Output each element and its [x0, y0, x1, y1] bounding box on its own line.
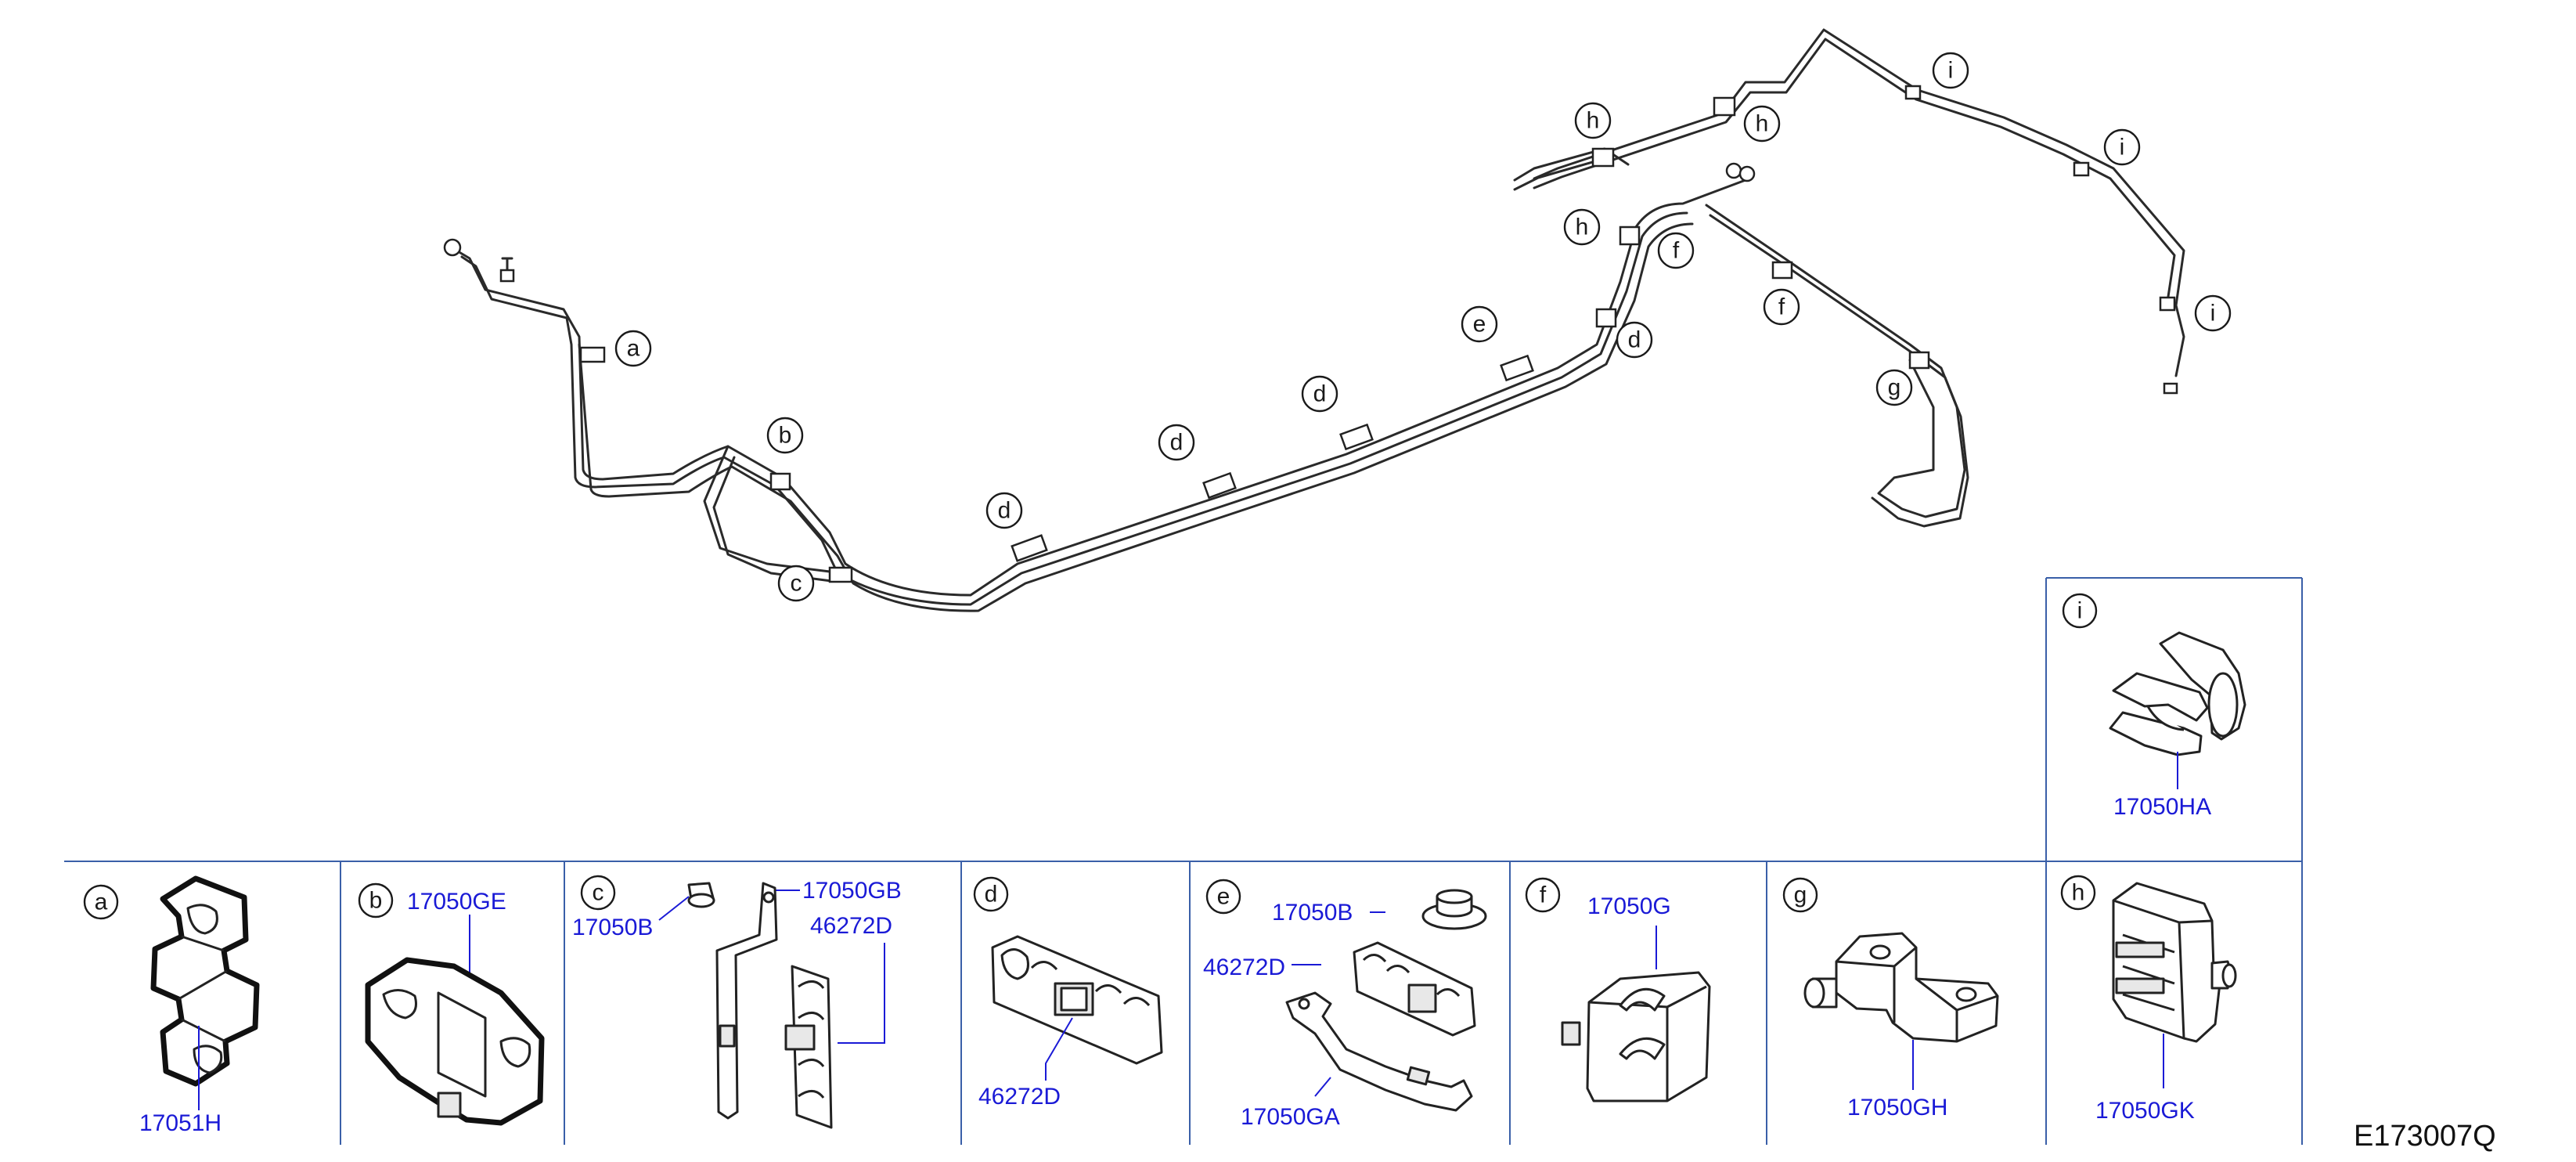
callout-h: h	[1743, 105, 1781, 143]
callout-d: d	[1301, 375, 1338, 413]
clip-17050g-drawing	[1561, 971, 1711, 1102]
svg-text:e: e	[1473, 312, 1486, 337]
svg-text:f: f	[1778, 294, 1785, 320]
svg-text:a: a	[627, 336, 640, 362]
panel-i: i 17050HA	[2062, 593, 2246, 820]
panel-b: b 17050GE	[358, 882, 545, 1126]
svg-text:d: d	[1170, 430, 1184, 456]
part-number-17050b: 17050B	[572, 915, 653, 940]
pipe-clips	[579, 85, 2178, 583]
panel-a-letter: a	[95, 890, 108, 915]
panel-e: e 17050B 46272D 17050GA	[1203, 879, 1487, 1130]
callout-g: g	[1875, 369, 1913, 406]
part-number-17050gb: 17050GB	[802, 878, 902, 904]
callout-b: b	[766, 417, 804, 454]
callout-d: d	[1616, 321, 1653, 359]
clip-17050ha-drawing	[2109, 631, 2246, 756]
panel-i-letter: i	[2077, 598, 2083, 624]
svg-text:d: d	[998, 498, 1011, 524]
part-number-46272d-e: 46272D	[1203, 955, 1285, 980]
diagram-reference-code: E173007Q	[2354, 1120, 2496, 1153]
svg-text:b: b	[779, 423, 792, 449]
panel-c: c 17050GB 17050B 46272D	[572, 875, 902, 1129]
part-number-17050ga: 17050GA	[1241, 1104, 1340, 1130]
callout-i: i	[2103, 128, 2141, 166]
callout-e: e	[1461, 305, 1498, 343]
panel-d: d 46272D	[973, 876, 1163, 1110]
grommet-17050b-e-drawing	[1421, 889, 1487, 930]
panel-d-letter: d	[985, 882, 998, 908]
panel-b-letter: b	[369, 888, 383, 914]
panel-g-letter: g	[1794, 882, 1807, 908]
panel-a: a 17051H	[83, 875, 260, 1136]
svg-text:h: h	[1587, 108, 1600, 134]
panel-c-letter: c	[593, 880, 604, 906]
svg-text:c: c	[791, 571, 802, 597]
part-number-17050ge: 17050GE	[407, 889, 506, 915]
part-number-46272d: 46272D	[810, 913, 892, 939]
svg-text:i: i	[2120, 135, 2125, 161]
part-number-17050g: 17050G	[1587, 893, 1671, 919]
clip-46272d-panel-d-drawing	[991, 935, 1163, 1065]
clip-17051h-drawing	[150, 875, 260, 1087]
panel-h: h 17050GK	[2060, 875, 2237, 1124]
svg-text:h: h	[1756, 111, 1769, 137]
main-callouts: a b c d d d d e f f g h h h i i i	[614, 52, 2232, 602]
callout-f: f	[1763, 288, 1800, 326]
callout-f: f	[1657, 232, 1695, 269]
clip-17050gk-drawing	[2112, 882, 2237, 1043]
svg-text:f: f	[1673, 238, 1680, 264]
svg-text:d: d	[1628, 327, 1641, 353]
callout-h: h	[1563, 208, 1601, 246]
panel-f-letter: f	[1540, 882, 1547, 908]
bracket-17050ga-drawing	[1285, 991, 1473, 1112]
part-number-17050gh: 17050GH	[1847, 1095, 1947, 1120]
svg-text:d: d	[1313, 381, 1327, 407]
svg-text:i: i	[2210, 301, 2216, 327]
pipe-bundle-main	[452, 179, 1747, 612]
panel-e-letter: e	[1217, 884, 1230, 910]
callout-c: c	[777, 565, 815, 602]
pipe-branch-lower	[1705, 204, 1969, 528]
clip-46272d-drawing	[784, 965, 833, 1129]
clip-17050gh-drawing	[1803, 932, 1999, 1043]
callout-h: h	[1574, 102, 1612, 139]
callout-a: a	[614, 330, 652, 367]
pipe-end-fitting-left	[443, 238, 515, 283]
callout-i: i	[2194, 294, 2232, 332]
clip-17050ge-drawing	[365, 957, 545, 1126]
svg-text:h: h	[1576, 215, 1589, 240]
panel-grid	[64, 577, 2303, 1145]
part-number-17051h: 17051H	[139, 1110, 222, 1136]
panel-g: g 17050GH	[1782, 877, 1999, 1120]
part-number-46272d-d: 46272D	[978, 1084, 1061, 1110]
panel-f: f 17050G	[1525, 877, 1711, 1102]
clip-46272d-e-drawing	[1353, 941, 1476, 1037]
part-number-17050gk: 17050GK	[2095, 1098, 2195, 1124]
callout-i: i	[1932, 52, 1969, 89]
svg-text:g: g	[1888, 375, 1901, 401]
grommet-17050b-drawing	[687, 882, 715, 908]
callout-d: d	[985, 492, 1023, 529]
svg-text:i: i	[1948, 58, 1954, 84]
bracket-17050gb-drawing	[715, 882, 778, 1120]
panel-h-letter: h	[2072, 880, 2085, 906]
brake-fuel-line-assembly	[443, 28, 2185, 612]
part-number-17050ha: 17050HA	[2113, 794, 2211, 820]
callout-d: d	[1158, 424, 1195, 461]
part-number-17050b-e: 17050B	[1272, 900, 1353, 926]
